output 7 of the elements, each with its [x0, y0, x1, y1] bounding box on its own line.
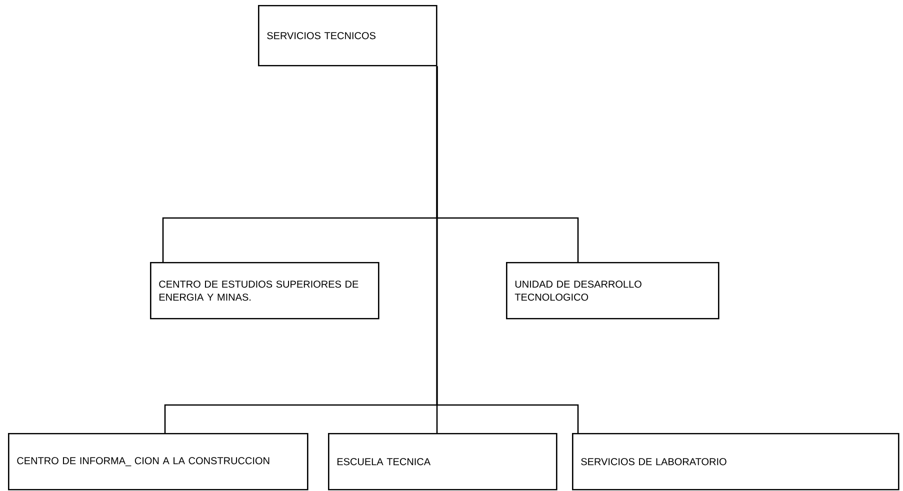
org-box: UNIDAD DE DESARROLLO TECNOLOGICO	[506, 262, 720, 320]
connector-line	[436, 66, 579, 433]
org-box: SERVICIOS TECNICOS	[258, 5, 438, 66]
org-box: CENTRO DE ESTUDIOS SUPERIORES DE ENERGIA Y MINAS.	[150, 262, 380, 320]
org-box: ESCUELA TECNICA	[328, 433, 558, 490]
org-box: SERVICIOS DE LABORATORIO	[572, 433, 900, 490]
org-box: CENTRO DE INFORMA_ CION A LA CONSTRUCCION	[8, 433, 308, 490]
